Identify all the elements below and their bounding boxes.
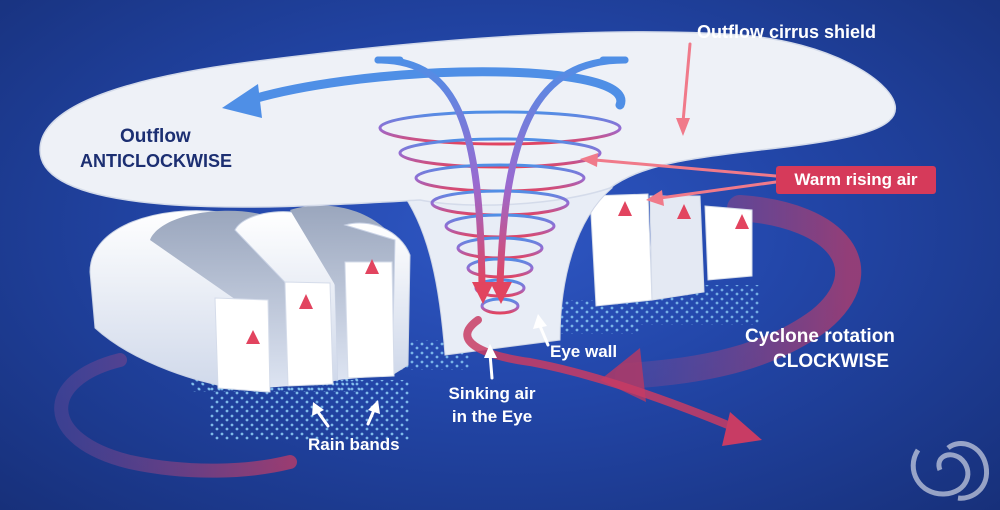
rising-air-arrowheads [246, 201, 749, 344]
eye-wall-funnel [399, 187, 614, 356]
swirl-logo-icon [910, 441, 990, 501]
label-outflow-cirrus-shield: Outflow cirrus shield [697, 22, 877, 42]
cyclone-tail-arrowhead [722, 412, 762, 446]
sinking-air-arrows [374, 56, 629, 289]
rotation-arrow-right [615, 195, 862, 389]
label-cyclone-rotation: Cyclone rotation [745, 326, 895, 347]
rotation-arrow-lower-left [54, 353, 297, 478]
label-eye-wall: Eye wall [550, 342, 618, 361]
rain-bands-left [89, 205, 411, 393]
outflow-arrow [245, 67, 626, 110]
label-anticlockwise: ANTICLOCKWISE [80, 151, 232, 171]
label-clockwise: CLOCKWISE [773, 351, 890, 372]
label-warm-rising-air: Warm rising air [776, 166, 936, 194]
label-sinking-air: Sinking air [448, 384, 536, 403]
pointer-arrows [312, 42, 778, 428]
outflow-cirrus-shield [39, 31, 896, 208]
outflow-arrow-head [222, 84, 262, 118]
rising-air-arrows [250, 212, 745, 382]
sinking-air-arrowheads [472, 282, 512, 304]
label-rain-bands: Rain bands [308, 435, 400, 454]
label-in-the-eye: in the Eye [451, 407, 533, 426]
cyclone-tail-arrow [463, 316, 744, 434]
label-outflow: Outflow [120, 126, 191, 147]
